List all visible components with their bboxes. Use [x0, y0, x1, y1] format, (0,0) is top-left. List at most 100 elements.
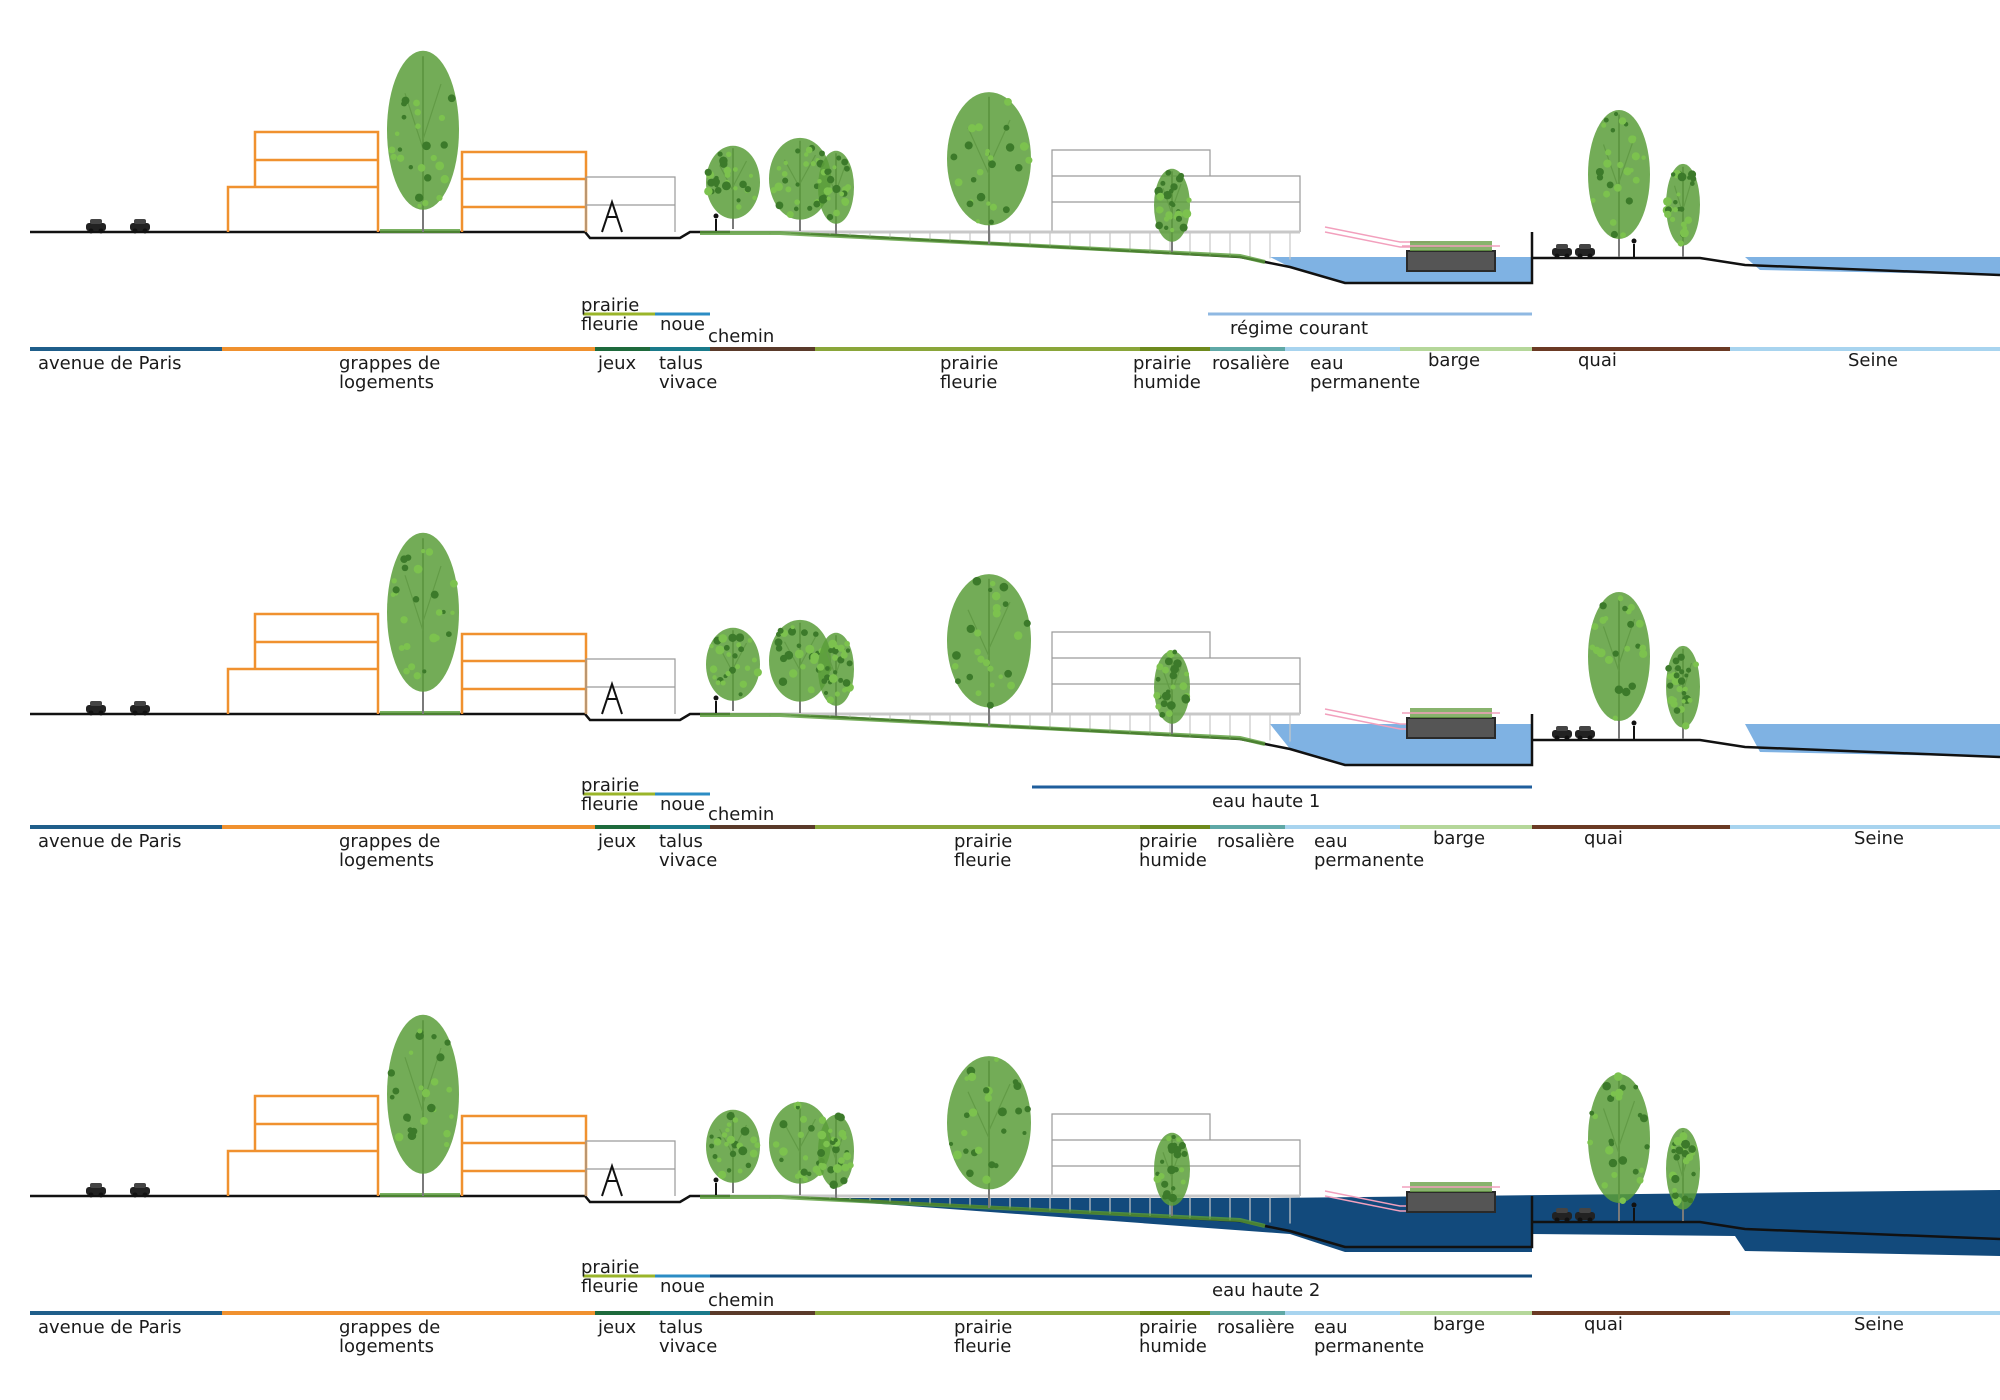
zone-label: chemin — [708, 1290, 774, 1311]
upper-label-noue: noue — [660, 794, 705, 815]
zone-label: barge — [1433, 1314, 1485, 1335]
upper-label-noue: noue — [660, 314, 705, 335]
tree-icon — [1154, 168, 1192, 252]
tree-icon — [387, 532, 459, 714]
housing-block-1 — [226, 130, 380, 232]
tree-icon — [817, 1112, 854, 1198]
housing-block-1 — [226, 1094, 380, 1196]
zone-label: barge — [1433, 828, 1485, 849]
zone-label: quai — [1584, 828, 1623, 849]
tree-icon — [706, 627, 762, 711]
zone-label: Seine — [1848, 350, 1898, 371]
tree-icon — [1153, 649, 1191, 734]
car-icon — [1575, 244, 1595, 259]
swing-icon — [601, 198, 623, 233]
housing-block-1 — [226, 612, 380, 714]
zone-label: barge — [1428, 350, 1480, 371]
person-icon — [713, 1177, 719, 1196]
zone-label: jeux — [597, 353, 636, 374]
barge — [1402, 1182, 1500, 1213]
person-icon — [713, 213, 719, 232]
housing-block-2 — [460, 150, 588, 232]
background-building-1 — [585, 1140, 676, 1196]
ground-profile — [30, 712, 2000, 767]
meadow-strip — [700, 1195, 1266, 1228]
person-icon — [1631, 238, 1637, 257]
car-icon — [86, 219, 106, 234]
tree-icon — [769, 619, 832, 713]
tree-icon — [1662, 163, 1700, 257]
zone-label: jeux — [597, 831, 636, 852]
zone-label: avenue de Paris — [38, 831, 181, 852]
zone-label: quai — [1578, 350, 1617, 371]
zone-label: chemin — [708, 804, 774, 825]
car-icon — [130, 701, 150, 716]
car-icon — [86, 701, 106, 716]
tree-icon — [1588, 592, 1650, 739]
tree-icon — [1153, 1132, 1190, 1216]
tree-icon — [1588, 110, 1650, 257]
zone-label: rosalière — [1212, 353, 1290, 374]
tree-icon — [1665, 645, 1700, 739]
zone-label: Seine — [1854, 1314, 1904, 1335]
car-icon — [1552, 726, 1572, 741]
tree-icon — [817, 150, 854, 234]
person-icon — [713, 695, 719, 714]
tree-icon — [706, 1109, 761, 1193]
person-icon — [1631, 1202, 1637, 1221]
person-icon — [1631, 720, 1637, 739]
car-icon — [1552, 244, 1572, 259]
zone-label: rosalière — [1217, 831, 1295, 852]
flood-water — [800, 1190, 2000, 1256]
meadow-strip — [700, 713, 1266, 746]
tree-icon — [387, 1014, 459, 1196]
scenario-label: eau haute 2 — [1212, 1280, 1320, 1301]
barge — [1402, 708, 1500, 739]
tree-icon — [387, 50, 459, 232]
scenario-label: régime courant — [1230, 318, 1368, 339]
car-icon — [1575, 1208, 1595, 1223]
car-icon — [130, 1183, 150, 1198]
zone-label: Seine — [1854, 828, 1904, 849]
car-icon — [86, 1183, 106, 1198]
seine-water — [1745, 257, 2000, 275]
housing-block-2 — [460, 632, 588, 714]
meadow-strip — [700, 231, 1266, 264]
tree-icon — [947, 574, 1031, 726]
zone-label: rosalière — [1217, 1317, 1295, 1338]
car-icon — [1552, 1208, 1572, 1223]
swing-icon — [601, 1162, 623, 1197]
zone-label: avenue de Paris — [38, 353, 181, 374]
zone-label: jeux — [597, 1317, 636, 1338]
tree-icon — [704, 145, 760, 229]
tree-icon — [1587, 1072, 1650, 1221]
car-icon — [1575, 726, 1595, 741]
tree-icon — [816, 632, 854, 716]
background-building-1 — [585, 658, 676, 714]
zone-label: chemin — [708, 326, 774, 347]
ground-profile — [30, 230, 2000, 285]
tree-icon — [769, 1101, 832, 1195]
car-icon — [130, 219, 150, 234]
housing-block-2 — [460, 1114, 588, 1196]
upper-label-noue: noue — [660, 1276, 705, 1297]
background-building-1 — [585, 176, 676, 232]
zone-label: avenue de Paris — [38, 1317, 181, 1338]
zone-label: quai — [1584, 1314, 1623, 1335]
